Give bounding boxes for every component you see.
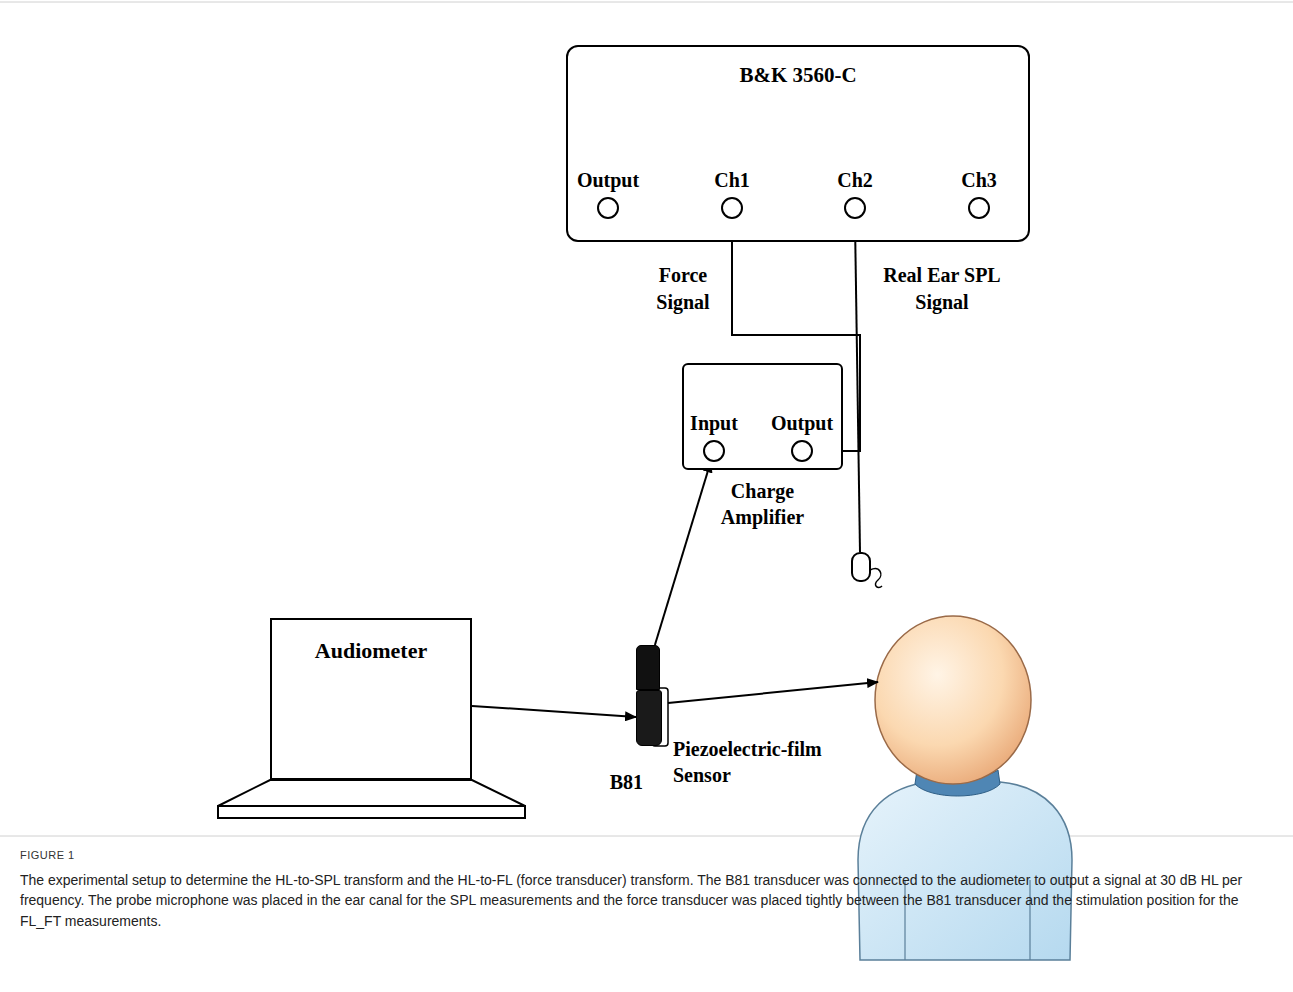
- arm-line: [1029, 880, 1030, 960]
- port-label: Ch3: [961, 169, 997, 192]
- port-circle: Input: [703, 440, 725, 462]
- figure-caption: The experimental setup to determine the …: [20, 870, 1270, 931]
- analyzer-box: B&K 3560-COutputCh1Ch2Ch3: [566, 45, 1030, 242]
- figure-number: FIGURE 1: [20, 849, 75, 861]
- signal-label: Real Ear SPL Signal: [862, 262, 1022, 316]
- port-label: Input: [690, 412, 738, 435]
- audiometer-laptop: Audiometer: [270, 618, 472, 780]
- port-circle: Ch2: [844, 197, 866, 219]
- person-head: [875, 616, 1031, 784]
- laptop-base-edge: [218, 806, 525, 818]
- port-label: Ch2: [837, 169, 873, 192]
- b81-transducer: B81: [636, 690, 662, 746]
- stimulus-arrow: [668, 682, 878, 703]
- laptop-base: [218, 780, 525, 806]
- node-label: Charge Amplifier: [703, 478, 823, 530]
- caption-rule: [0, 836, 1293, 837]
- port-label: Ch1: [714, 169, 750, 192]
- signal-connector: [655, 462, 711, 646]
- node-label: Piezoelectric-film Sensor: [673, 736, 833, 788]
- microphone-tube: [870, 569, 882, 588]
- node-label: B81: [610, 771, 643, 794]
- port-label: Output: [771, 412, 833, 435]
- person-body: [858, 782, 1072, 960]
- port-label: Output: [577, 169, 639, 192]
- probe-microphone: [852, 553, 870, 581]
- port-circle: Output: [791, 440, 813, 462]
- port-circle: Output: [597, 197, 619, 219]
- port-circle: Ch1: [721, 197, 743, 219]
- top-rule: [0, 2, 1293, 3]
- node-label: B&K 3560-C: [568, 63, 1028, 88]
- edge-label: Force Signal: [642, 262, 724, 316]
- piezo-sensor: Piezoelectric-film Sensor: [636, 645, 660, 690]
- node-label: Audiometer: [272, 638, 470, 664]
- port-circle: Ch3: [968, 197, 990, 219]
- signal-connector: [472, 706, 636, 717]
- amplifier-box: Charge AmplifierInputOutput: [682, 363, 843, 470]
- arm-line: [904, 880, 905, 960]
